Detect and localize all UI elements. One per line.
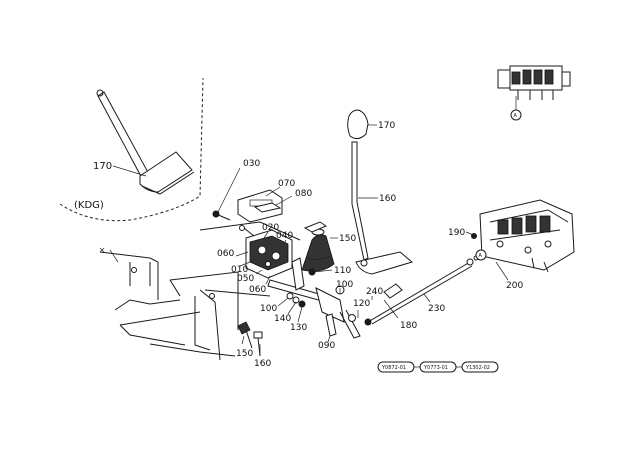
link-bracket <box>315 287 345 323</box>
pedal-lever-kdg <box>96 89 195 195</box>
bolt-030 <box>212 210 231 221</box>
lever-foot-plate <box>355 251 414 275</box>
callout-060-lower: 060 <box>249 285 266 295</box>
pedal-plate <box>139 151 193 193</box>
shift-lever <box>347 109 414 275</box>
callout-130: 130 <box>290 323 307 333</box>
bolts-lower <box>237 321 263 357</box>
callout-060-upper: 060 <box>217 249 234 259</box>
callout-110: 110 <box>334 266 351 276</box>
callout-030: 030 <box>243 159 260 169</box>
control-rod <box>367 255 479 325</box>
callout-080: 080 <box>295 189 312 199</box>
hydraulic-valve <box>479 199 575 273</box>
callout-200: 170 <box>378 121 395 131</box>
reference-codes: Y0872-01 Y0773-01 Y1302-02 <box>377 361 499 373</box>
callout-140: 140 <box>274 314 291 324</box>
callout-100-right: 100 <box>336 280 353 290</box>
valve-block <box>239 225 293 279</box>
callout-230: 230 <box>428 304 445 314</box>
callout-170: 160 <box>379 194 396 204</box>
marker-a-circle-2 <box>475 249 487 261</box>
washers <box>286 292 306 308</box>
control-valve-icon: A <box>497 65 571 121</box>
callout-040: 040 <box>276 231 293 241</box>
callout-170-kdg: 170 <box>93 161 112 172</box>
ref-code-3: Y1302-02 <box>465 365 490 371</box>
callout-220: 200 <box>506 281 523 291</box>
boot-body <box>301 234 335 272</box>
callout-070: 070 <box>278 179 295 189</box>
callout-050: 050 <box>237 274 254 284</box>
bracket-plate <box>237 189 283 223</box>
callout-180: 180 <box>400 321 417 331</box>
kdg-inset: 170 (KDG) <box>59 77 204 222</box>
callout-090: 090 <box>318 341 335 351</box>
marker-a-circle <box>510 109 522 121</box>
callout-240: 240 <box>366 287 383 297</box>
ref-code-2: Y0773-01 <box>423 365 448 371</box>
callout-020: 020 <box>262 223 279 233</box>
marker-a-top: A <box>514 113 518 119</box>
callout-190: 150 <box>339 234 356 244</box>
callout-150: 150 <box>236 349 253 359</box>
pedal-edge <box>141 171 195 195</box>
callout-010: 010 <box>231 265 248 275</box>
variant-label: (KDG) <box>74 200 104 211</box>
marker-a-right: A <box>479 253 483 259</box>
ref-code-1: Y0872-01 <box>381 365 406 371</box>
chassis-frame <box>99 221 301 361</box>
callout-160: 160 <box>254 359 271 369</box>
callout-100-left: 100 <box>260 304 277 314</box>
shaft-assembly <box>267 257 361 339</box>
callout-120: 120 <box>353 299 370 309</box>
rubber-boot <box>301 221 335 272</box>
inset-border <box>59 77 204 222</box>
callout-210: 190 <box>448 228 465 238</box>
shift-knob <box>347 109 369 140</box>
leader-170a <box>112 165 147 177</box>
shift-lever-rod <box>351 141 369 261</box>
